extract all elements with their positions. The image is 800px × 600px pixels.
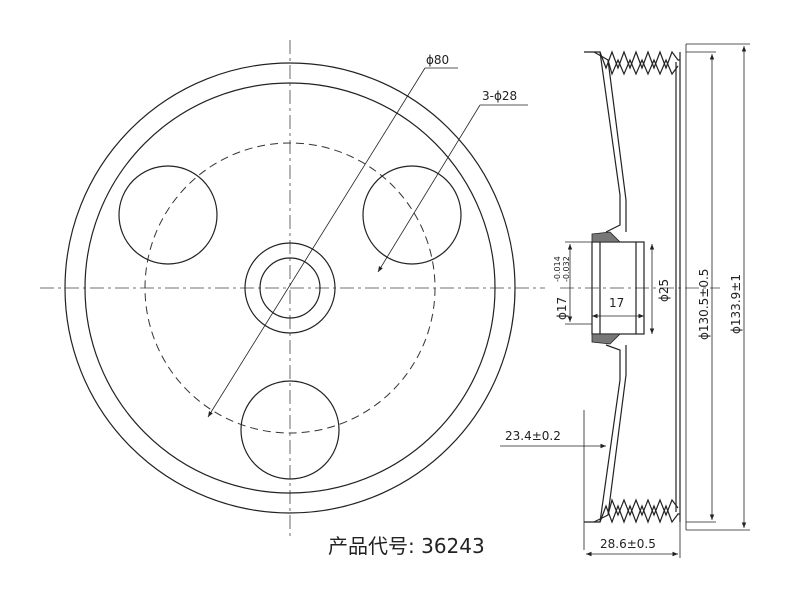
phi130-label: ϕ130.5±0.5: [697, 269, 711, 340]
phi80-leader: [207, 67, 426, 418]
phi25-label: ϕ25: [657, 279, 671, 302]
pitch-circle: [144, 142, 436, 434]
hub-hatch-top: [591, 231, 621, 243]
side-section-view: ϕ17 -0.014 -0.032 17 ϕ25 ϕ130.5±0.5 ϕ133…: [500, 43, 750, 558]
web-upper-inner: [593, 51, 627, 232]
hub-hatch-bottom: [591, 333, 621, 345]
offset23-label: 23.4±0.2: [505, 429, 561, 443]
top-grooves-inner: [607, 58, 679, 76]
top-grooves: [599, 50, 680, 70]
product-code-label: 产品代号: 36243: [328, 534, 485, 558]
inner-rim-circle: [84, 82, 496, 494]
holes-leader: [377, 104, 481, 273]
hub-outer-circle: [244, 242, 336, 334]
holes-label: 3-ϕ28: [482, 89, 517, 103]
phi133-label: ϕ133.9±1: [729, 274, 743, 334]
width28-label: 28.6±0.5: [600, 537, 656, 551]
web-upper-outer: [584, 51, 621, 233]
front-view: ϕ80 3-ϕ28: [40, 40, 545, 540]
phi17-tolerance-upper: -0.014: [553, 256, 562, 282]
width17-label: 17: [609, 296, 624, 310]
lightening-hole-bottom: [240, 380, 340, 480]
bore-circle: [259, 257, 321, 319]
web-lower-outer: [584, 344, 621, 523]
phi80-label: ϕ80: [426, 53, 449, 67]
phi17-tolerance-lower: -0.032: [562, 256, 571, 282]
lightening-hole-left: [118, 165, 218, 265]
phi17-label: ϕ17: [555, 297, 569, 320]
outer-rim-circle: [64, 62, 516, 514]
bottom-grooves: [599, 504, 680, 524]
bottom-grooves-inner: [607, 498, 679, 517]
lightening-hole-right: [362, 165, 462, 265]
web-lower-inner: [593, 345, 627, 523]
